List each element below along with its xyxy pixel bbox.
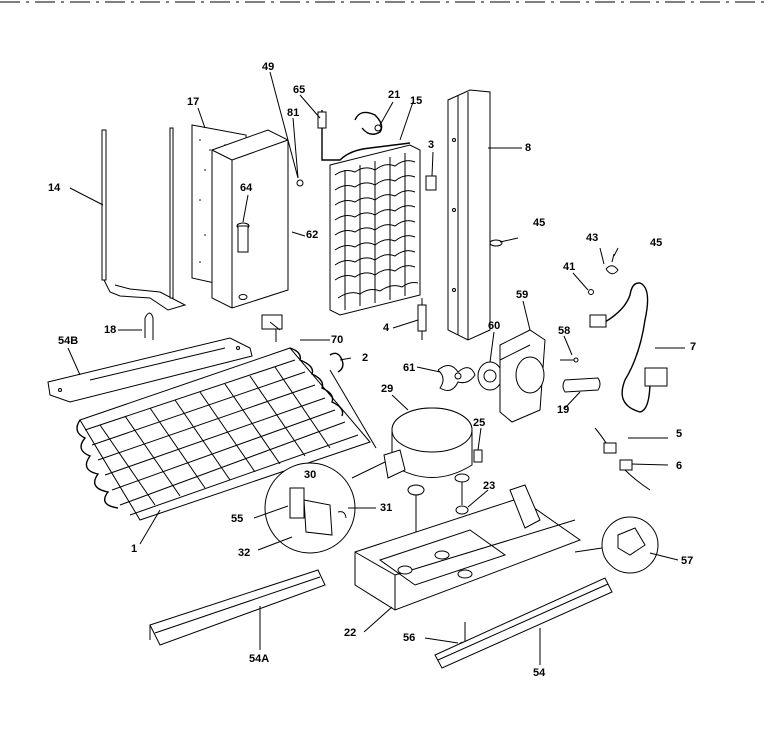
callout-81: 81 (287, 107, 300, 119)
callout-54a: 54A (249, 653, 270, 665)
callout-23: 23 (483, 480, 496, 492)
callout-62: 62 (306, 229, 319, 241)
callout-29: 29 (381, 383, 394, 395)
leader-lines (67, 71, 685, 665)
condenser-coil-1 (76, 347, 377, 521)
tube-19 (562, 377, 601, 393)
thermostat-bulb-21 (354, 111, 383, 135)
connector-5-6 (594, 427, 651, 491)
callout-3: 3 (428, 139, 435, 151)
callout-15: 15 (410, 95, 423, 107)
clip-57 (601, 516, 659, 574)
callout-41: 41 (563, 261, 576, 273)
air-duct-62 (211, 129, 289, 309)
callout-32: 32 (238, 547, 251, 559)
callout-57: 57 (681, 555, 694, 567)
callout-58: 58 (558, 325, 571, 337)
callout-54b: 54B (58, 335, 79, 347)
compressor-29 (383, 407, 473, 570)
clip-part-3 (425, 175, 437, 191)
callout-7: 7 (690, 341, 697, 353)
callout-59: 59 (516, 289, 529, 301)
base-pan-22 (354, 484, 582, 611)
callout-5: 5 (676, 428, 683, 440)
bracket-70 (261, 314, 283, 342)
rod-part-18-holder (144, 127, 174, 340)
callout-22: 22 (344, 627, 357, 639)
callout-21: 21 (388, 89, 401, 101)
callout-31: 31 (380, 502, 393, 514)
callout-64: 64 (240, 182, 253, 194)
power-cord-7 (588, 253, 668, 413)
callout-45-left: 45 (533, 217, 546, 229)
rail-54A (149, 569, 326, 646)
motor-bracket-59 (499, 329, 546, 423)
callout-45-right: 45 (650, 237, 663, 249)
channel-bracket-8 (447, 89, 491, 341)
callout-4: 4 (383, 322, 390, 334)
callout-49: 49 (262, 61, 275, 73)
clip-part-2 (329, 352, 344, 373)
callout-25: 25 (473, 417, 486, 429)
callout-65: 65 (293, 84, 306, 96)
callout-30: 30 (304, 469, 317, 481)
callout-8: 8 (525, 142, 532, 154)
callout-55: 55 (231, 513, 244, 525)
callout-70: 70 (331, 334, 344, 346)
callout-1: 1 (131, 543, 138, 555)
callout-6: 6 (676, 460, 683, 472)
callout-18: 18 (104, 324, 117, 336)
callout-56: 56 (403, 632, 416, 644)
callout-19: 19 (557, 404, 570, 416)
drier-4 (417, 298, 427, 340)
fan-motor-60 (477, 361, 503, 391)
callout-54: 54 (533, 667, 546, 679)
callout-43: 43 (586, 232, 599, 244)
callout-60: 60 (488, 320, 501, 332)
bracket-54B (47, 337, 253, 403)
screw-45 (489, 237, 519, 247)
evaporator-coil-15 (317, 110, 421, 316)
fan-blade-61 (437, 365, 476, 391)
callout-61: 61 (403, 362, 416, 374)
callout-17: 17 (187, 96, 200, 108)
callout-2: 2 (362, 352, 369, 364)
callout-14: 14 (48, 182, 61, 194)
rail-54 (434, 577, 613, 669)
